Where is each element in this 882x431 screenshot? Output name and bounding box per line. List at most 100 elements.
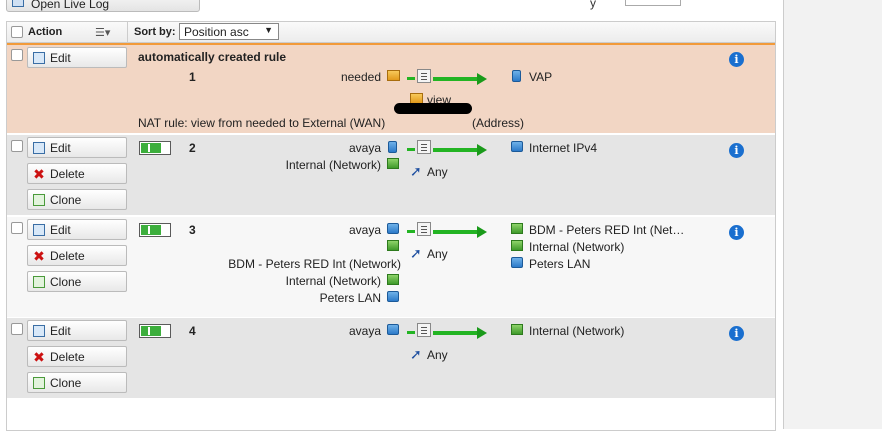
edit-button[interactable]: Edit (27, 47, 127, 68)
service-icon (417, 69, 431, 83)
host-icon (388, 141, 397, 153)
source-label: Internal (Network) (285, 274, 381, 288)
clone-button[interactable]: Clone (27, 372, 127, 393)
per-page-label: y (590, 0, 596, 10)
arrow-line (433, 230, 477, 234)
rule-position: 2 (189, 141, 196, 155)
sort-select-value: Position asc (184, 25, 249, 39)
network-icon (387, 274, 399, 285)
clone-button[interactable]: Clone (27, 271, 127, 292)
row-checkbox[interactable] (11, 140, 23, 152)
host-group-icon (387, 324, 399, 335)
edit-icon (33, 52, 45, 64)
info-icon[interactable]: i (729, 143, 744, 158)
edit-button[interactable]: Edit (27, 320, 127, 341)
source-label: avaya (348, 223, 381, 237)
service-icon (417, 222, 431, 236)
clone-button[interactable]: Clone (27, 189, 127, 210)
sort-select[interactable]: Position asc ▼ (179, 23, 279, 40)
edit-icon (33, 325, 45, 337)
select-all-checkbox[interactable] (11, 26, 23, 38)
network-icon (511, 324, 523, 335)
network-icon (511, 240, 523, 251)
host-group-icon (387, 291, 399, 302)
source-label: Peters LAN (319, 291, 381, 305)
host-group-icon (511, 257, 523, 268)
source-label: needed (340, 70, 381, 84)
source-label: avaya (348, 141, 381, 155)
service-label: Any (427, 165, 448, 179)
table-row[interactable]: Edit automatically created rule 1 needed… (7, 43, 775, 133)
arrow-icon (477, 226, 487, 238)
log-icon (12, 0, 24, 7)
destination-label: Internet IPv4 (529, 141, 598, 155)
arrow-line (433, 331, 477, 335)
network-icon (511, 223, 523, 234)
service-icon (417, 140, 431, 154)
action-column-header: Action (28, 26, 63, 38)
rule-position: 1 (189, 70, 196, 84)
row-checkbox[interactable] (11, 49, 23, 61)
clone-icon (33, 276, 45, 288)
service-label: Any (427, 348, 448, 362)
enable-toggle[interactable] (139, 324, 171, 338)
nat-rule-suffix: (Address) (472, 116, 525, 130)
rule-position: 3 (189, 223, 196, 237)
table-header: Action ☰▾ Sort by: Position asc ▼ (7, 22, 775, 43)
sort-by-label: Sort by: (134, 26, 176, 38)
table-row[interactable]: Edit ✖ Delete Clone 2 avaya Internal (Ne… (7, 135, 775, 215)
service-icon (417, 323, 431, 337)
enable-toggle[interactable] (139, 141, 171, 155)
edit-button[interactable]: Edit (27, 219, 127, 240)
arrow-line (433, 77, 477, 81)
arrow-icon (477, 73, 487, 85)
source-label: Internal (Network) (285, 158, 381, 172)
edit-icon (33, 224, 45, 236)
arrow-icon (477, 144, 487, 156)
arrow-line (433, 148, 477, 152)
destination-label: BDM - Peters RED Int (Net… (529, 223, 685, 237)
delete-button[interactable]: ✖ Delete (27, 346, 127, 367)
table-row[interactable]: Edit ✖ Delete Clone 3 avaya BDM - Peters… (7, 217, 775, 317)
any-service-icon: ➚ (410, 346, 422, 362)
service-label: Any (427, 247, 448, 261)
delete-x-icon: ✖ (33, 349, 45, 365)
info-icon[interactable]: i (729, 326, 744, 341)
open-live-log-label: Open Live Log (31, 0, 110, 11)
right-panel (783, 0, 882, 429)
enable-toggle[interactable] (139, 223, 171, 237)
any-service-icon: ➚ (410, 245, 422, 261)
destination-label: Peters LAN (529, 257, 591, 271)
open-live-log-button[interactable]: Open Live Log (6, 0, 200, 12)
edit-icon (33, 142, 45, 154)
rules-table: Action ☰▾ Sort by: Position asc ▼ Edit a… (6, 21, 776, 431)
destination-label: Internal (Network) (529, 324, 625, 338)
delete-x-icon: ✖ (33, 166, 45, 182)
any-service-icon: ➚ (410, 163, 422, 179)
edit-button[interactable]: Edit (27, 137, 127, 158)
host-group-icon (387, 223, 399, 234)
row-checkbox[interactable] (11, 323, 23, 335)
redaction-mark (394, 103, 472, 114)
source-label: BDM - Peters RED Int (Network) (228, 257, 401, 271)
clone-icon (33, 377, 45, 389)
clone-icon (33, 194, 45, 206)
network-icon (387, 240, 399, 251)
per-page-input[interactable] (625, 0, 681, 6)
destination-label: VAP (529, 70, 553, 84)
arrow-icon (477, 327, 487, 339)
rule-position: 4 (189, 324, 196, 338)
host-group-icon (511, 141, 523, 152)
rule-title: automatically created rule (138, 50, 287, 64)
network-icon (387, 158, 399, 169)
delete-x-icon: ✖ (33, 248, 45, 264)
delete-button[interactable]: ✖ Delete (27, 163, 127, 184)
table-row[interactable]: Edit ✖ Delete Clone 4 avaya ➚ Any Intern… (7, 318, 775, 398)
info-icon[interactable]: i (729, 52, 744, 67)
row-checkbox[interactable] (11, 222, 23, 234)
source-label: avaya (348, 324, 381, 338)
nat-rule-text: NAT rule: view from needed to External (… (138, 116, 386, 130)
delete-button[interactable]: ✖ Delete (27, 245, 127, 266)
column-menu-icon[interactable]: ☰▾ (95, 27, 111, 39)
info-icon[interactable]: i (729, 225, 744, 240)
